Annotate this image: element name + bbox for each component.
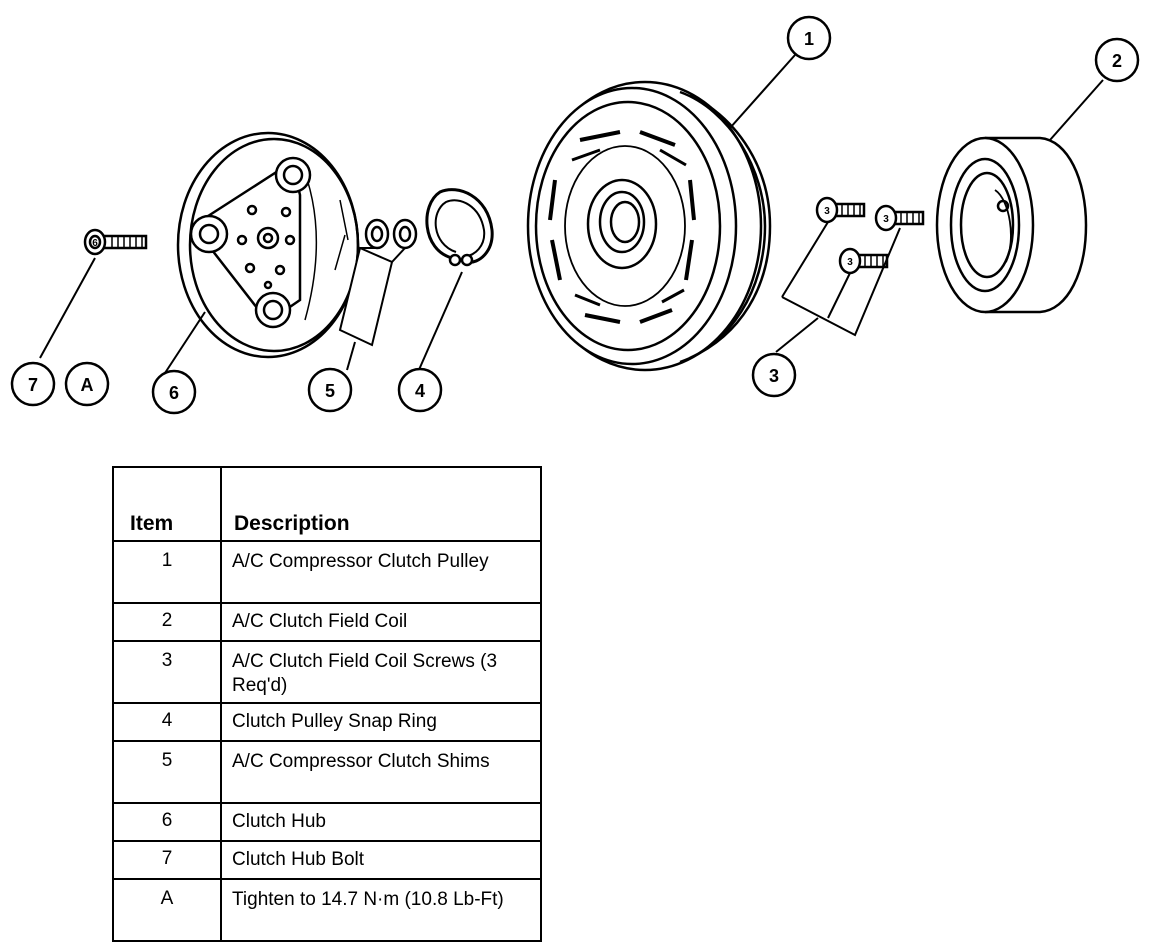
header-description: Description [220,466,542,542]
leader-lines [39,54,1104,374]
clutch-hub [176,131,360,359]
parts-table: Item Description 1 A/C Compressor Clutch… [112,466,542,942]
clutch-shims [364,218,418,250]
table-row: A Tighten to 14.7 N·m (10.8 Lb-Ft) [112,878,542,942]
item-cell: 7 [112,840,222,880]
field-coil-screw [815,196,866,224]
description-cell: A/C Clutch Field Coil [220,602,542,642]
exploded-view-diagram: 3 3 3 6 1 2 3 4 5 6 7 A [10,15,1140,415]
description-cell: Clutch Hub Bolt [220,840,542,880]
table-row: 2 A/C Clutch Field Coil [112,602,542,642]
description-cell: A/C Clutch Field Coil Screws (3 Req'd) [220,640,542,704]
screw-label: 3 [883,214,889,225]
screw-head-labels: 3 3 3 6 [92,206,889,268]
callout-5: 5 [325,381,335,401]
callout-2: 2 [1112,51,1122,71]
table-row: 7 Clutch Hub Bolt [112,840,542,880]
field-coil-screw [874,204,925,232]
screw-label: 3 [824,206,830,217]
description-cell: Tighten to 14.7 N·m (10.8 Lb-Ft) [220,878,542,942]
item-cell: 5 [112,740,222,804]
table-row: 4 Clutch Pulley Snap Ring [112,702,542,742]
item-cell: 6 [112,802,222,842]
table-row: 3 A/C Clutch Field Coil Screws (3 Req'd) [112,640,542,704]
callout-3: 3 [769,366,779,386]
screw-label: 3 [847,257,853,268]
table-header-row: Item Description [112,466,542,542]
description-cell: A/C Compressor Clutch Shims [220,740,542,804]
header-item: Item [112,466,222,542]
item-cell: 2 [112,602,222,642]
item-cell: 3 [112,640,222,704]
bolt-label: 6 [92,238,98,249]
callout-1: 1 [804,29,814,49]
description-cell: Clutch Pulley Snap Ring [220,702,542,742]
callout-a: A [81,375,94,395]
snap-ring [425,188,494,267]
callouts [10,15,1140,415]
callout-4: 4 [415,381,425,401]
table-row: 5 A/C Compressor Clutch Shims [112,740,542,804]
field-coil [935,136,1088,314]
callout-7: 7 [28,375,38,395]
compressor-clutch-pulley [526,80,772,372]
item-cell: 1 [112,540,222,604]
description-cell: A/C Compressor Clutch Pulley [220,540,542,604]
callout-6: 6 [169,383,179,403]
item-cell: A [112,878,222,942]
description-cell: Clutch Hub [220,802,542,842]
item-cell: 4 [112,702,222,742]
clutch-hub-bolt [83,228,148,256]
field-coil-screws [815,196,925,275]
table-row: 1 A/C Compressor Clutch Pulley [112,540,542,604]
table-row: 6 Clutch Hub [112,802,542,842]
